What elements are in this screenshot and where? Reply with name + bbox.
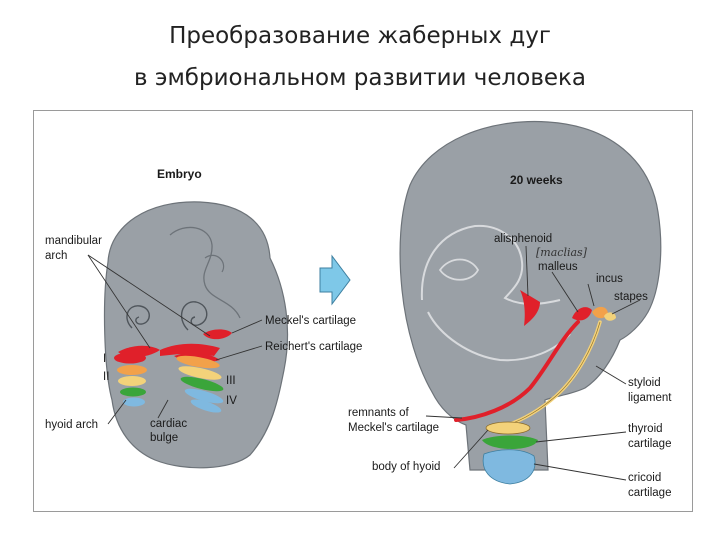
fetus-leaders	[425, 245, 641, 481]
cricoid-cartilage	[482, 449, 536, 485]
fetus-figure: 20 weeks alisphenoid [maclias] malleus i…	[348, 120, 672, 499]
label-meckels-cartilage: Meckel's cartilage	[265, 315, 356, 327]
label-remnants-1: remnants of	[348, 407, 410, 419]
embryo-leaders	[87, 254, 263, 425]
label-mandibular-1: mandibular	[45, 235, 102, 247]
label-stapes: stapes	[614, 291, 648, 303]
arches-left	[114, 352, 147, 407]
label-arch-II: II	[103, 371, 109, 383]
transition-arrow	[319, 254, 351, 306]
label-arch-I: I	[103, 353, 106, 365]
slide-title-line-2: в эмбриональном развитии человека	[133, 65, 587, 91]
arch-left-2	[117, 365, 147, 375]
alisphenoid	[520, 290, 540, 326]
arch-right-4	[184, 388, 224, 404]
embryo-figure: Embryo mandibular arch Meckel's cartilag…	[45, 167, 362, 469]
label-arch-IV: IV	[226, 395, 237, 407]
body-of-hyoid	[485, 421, 531, 435]
right-ear-swirl	[180, 301, 208, 331]
fetus-head	[399, 120, 662, 471]
label-cricoid-2: cartilage	[628, 487, 671, 499]
label-cardiac-1: cardiac	[150, 418, 187, 430]
meckels-cartilage-right	[203, 329, 232, 340]
arches-right	[176, 355, 224, 413]
skull-outline	[420, 224, 561, 305]
embryo-eye-contour	[204, 254, 225, 273]
label-arch-III: III	[226, 375, 236, 387]
meckels-remnant	[454, 320, 580, 422]
label-hyoid-arch: hyoid arch	[45, 419, 98, 431]
arch-left-4	[120, 387, 146, 397]
label-cardiac-2: bulge	[150, 432, 178, 444]
handwritten-annotation: [maclias]	[536, 246, 588, 259]
label-styloid-1: styloid	[628, 377, 661, 389]
thyroid-cartilage	[482, 435, 538, 449]
embryo-face-contour	[169, 226, 241, 319]
embryo-heading: Embryo	[157, 167, 202, 181]
arch-left-3	[118, 376, 146, 386]
label-cricoid-1: cricoid	[628, 472, 661, 484]
skull-jaw-outline	[427, 311, 571, 362]
fetus-heading: 20 weeks	[510, 173, 563, 187]
arch-right-5	[190, 399, 222, 413]
label-styloid-2: ligament	[628, 392, 672, 404]
meckels-cartilage-bridge	[160, 343, 220, 356]
slide-title-line-1: Преобразование жаберных дуг	[169, 23, 551, 49]
incus	[592, 306, 608, 319]
arch-right-3	[180, 376, 224, 392]
label-thyroid-2: cartilage	[628, 438, 671, 450]
arch-right-1	[176, 355, 220, 369]
stapes	[604, 312, 616, 321]
label-remnants-2: Meckel's cartilage	[348, 422, 439, 434]
arch-left-5	[123, 397, 145, 407]
styloid-ligament-outline	[509, 321, 601, 425]
skull-orbit	[438, 258, 480, 281]
label-malleus: malleus	[538, 261, 578, 273]
label-alisphenoid: alisphenoid	[494, 233, 552, 245]
label-thyroid-1: thyroid	[628, 423, 663, 435]
malleus	[572, 307, 592, 321]
arch-right-2	[178, 366, 222, 380]
arch-left-1	[114, 352, 146, 364]
label-reicherts-cartilage: Reichert's cartilage	[265, 341, 362, 353]
label-body-of-hyoid: body of hyoid	[372, 461, 440, 473]
label-incus: incus	[596, 273, 623, 285]
embryo-body	[103, 201, 289, 469]
label-mandibular-2: arch	[45, 250, 67, 262]
left-ear-swirl	[126, 305, 150, 329]
